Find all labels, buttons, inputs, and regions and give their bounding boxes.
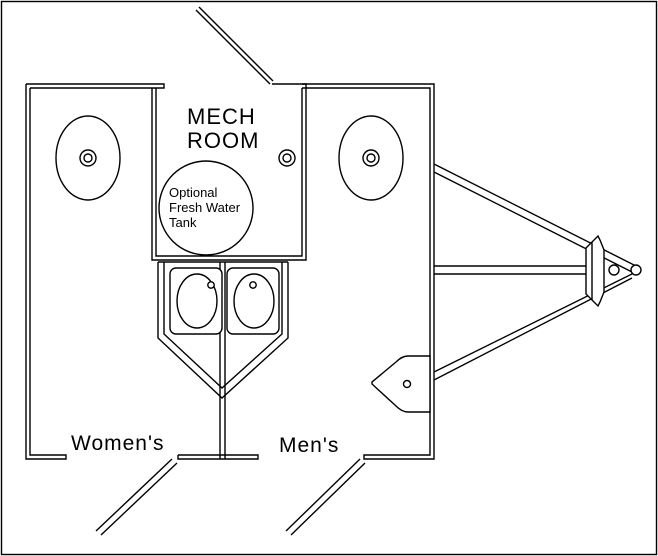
womens-toilet-icon	[55, 115, 121, 201]
mech-room-door	[195, 6, 274, 85]
womens-room-walls	[25, 83, 259, 460]
sink-cabinet	[157, 261, 289, 459]
tank-label-line1: Optional	[169, 185, 218, 200]
tank-label-line3: Tank	[169, 215, 197, 230]
mens-sink	[226, 267, 280, 335]
tank-label-line2: Fresh Water	[169, 200, 241, 215]
womens-door	[95, 458, 178, 536]
mech-room-label-line1: MECH	[187, 104, 256, 129]
drain-icon	[207, 281, 215, 289]
mech-room-drain-icon	[278, 149, 296, 167]
mens-toilet-icon	[338, 115, 404, 201]
fresh-water-tank	[158, 160, 254, 256]
mech-room-label-line2: ROOM	[187, 128, 259, 153]
mens-room-walls	[302, 83, 435, 460]
mens-room-label: Men's	[279, 434, 339, 457]
womens-room-label: Women's	[71, 432, 164, 455]
jack-icon	[371, 355, 431, 413]
womens-sink	[169, 267, 223, 335]
mech-room-walls	[151, 83, 307, 261]
mens-door	[285, 458, 366, 536]
hitch-icon	[433, 163, 642, 381]
drain-icon	[249, 281, 257, 289]
